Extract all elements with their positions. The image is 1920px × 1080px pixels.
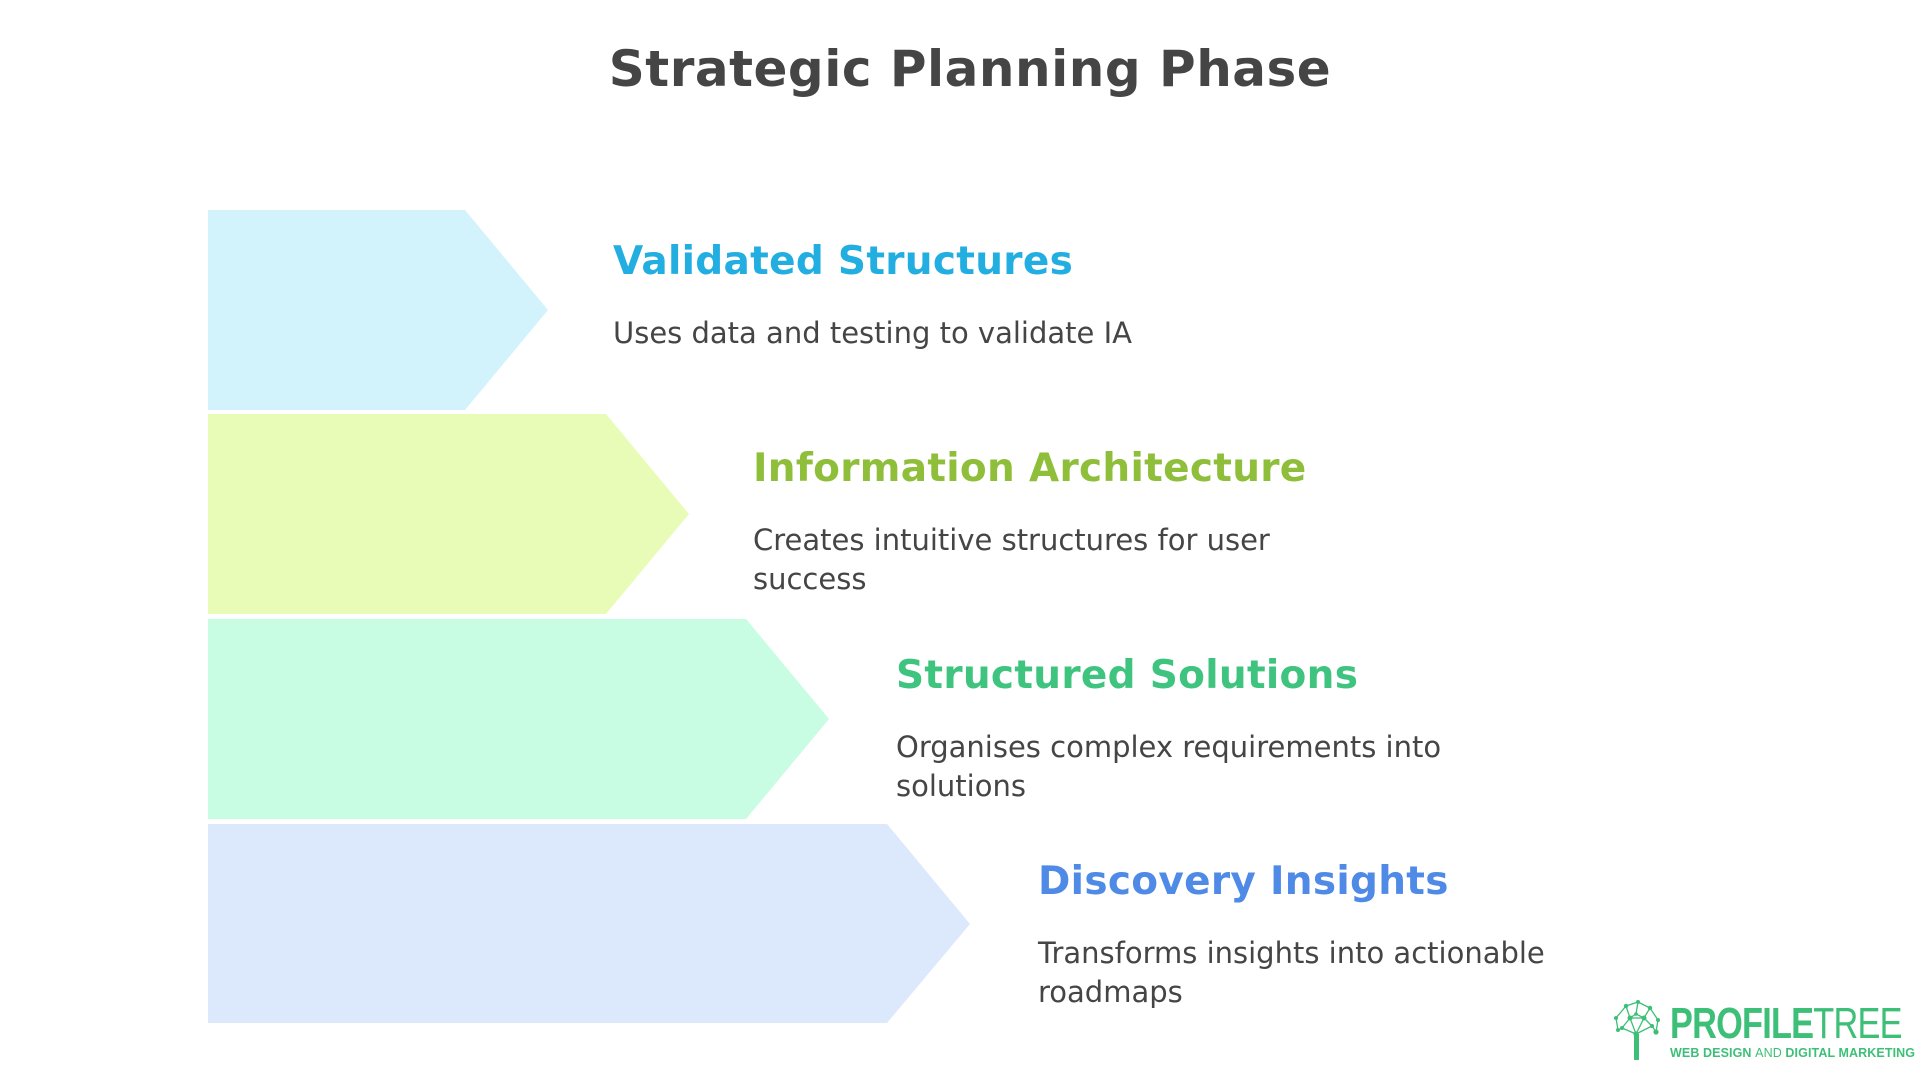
arrow-validated-structures (208, 210, 548, 410)
stage-discovery-insights: Discovery Insights Transforms insights i… (1038, 858, 1628, 1012)
diagram-title: Strategic Planning Phase (608, 40, 1332, 98)
stage-structured-solutions: Structured Solutions Organises complex r… (896, 652, 1486, 806)
arrow-structured-solutions (208, 619, 829, 819)
stage-heading: Discovery Insights (1038, 859, 1449, 904)
profiletree-logo: PROFILETREE WEB DESIGN AND DIGITAL MARKE… (1608, 998, 1915, 1062)
stage-heading: Information Architecture (753, 446, 1307, 491)
logo-tagline: WEB DESIGN AND DIGITAL MARKETING (1670, 1046, 1916, 1060)
stage-description: Creates intuitive structures for user su… (753, 523, 1270, 596)
stage-validated-structures: Validated Structures Uses data and testi… (613, 238, 1203, 353)
stage-information-architecture: Information Architecture Creates intuiti… (753, 445, 1343, 599)
stage-description: Uses data and testing to validate IA (613, 316, 1132, 350)
stage-description: Transforms insights into actionable road… (1038, 936, 1545, 1009)
stage-heading: Structured Solutions (896, 653, 1359, 698)
logo-wordmark: PROFILETREE (1670, 999, 1902, 1048)
stage-heading: Validated Structures (613, 239, 1074, 284)
tree-network-icon (1614, 1000, 1660, 1060)
arrow-discovery-insights (208, 824, 970, 1023)
arrow-information-architecture (208, 414, 689, 614)
stage-description: Organises complex requirements into solu… (896, 730, 1442, 803)
